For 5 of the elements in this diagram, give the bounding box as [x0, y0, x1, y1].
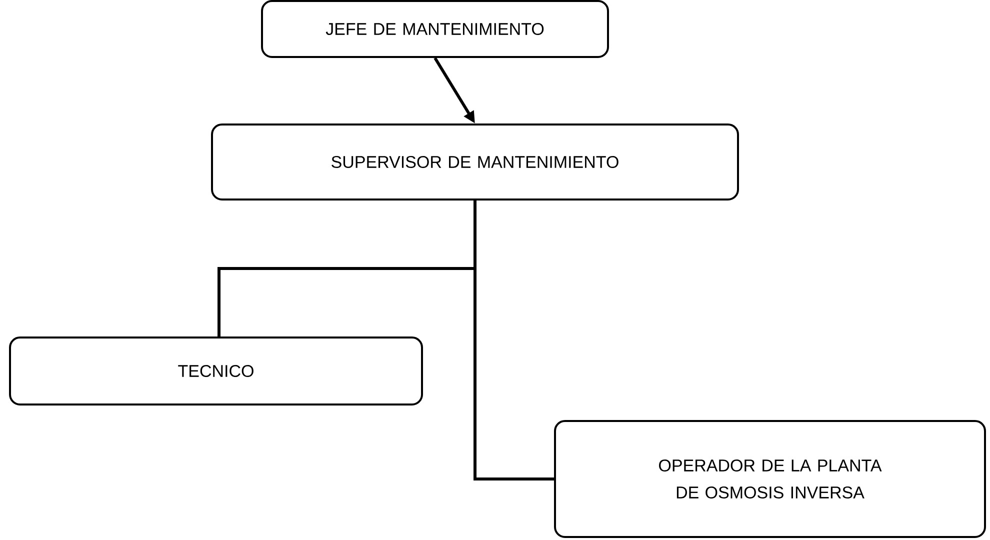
org-box: SUPERVISOR DE MANTENIMIENTO — [211, 124, 739, 200]
org-box: OPERADOR DE LA PLANTA DE OSMOSIS INVERSA — [554, 420, 986, 538]
connector-line — [474, 200, 554, 480]
org-box: TECNICO — [9, 336, 423, 406]
org-box: JEFE DE MANTENIMIENTO — [261, 0, 609, 58]
